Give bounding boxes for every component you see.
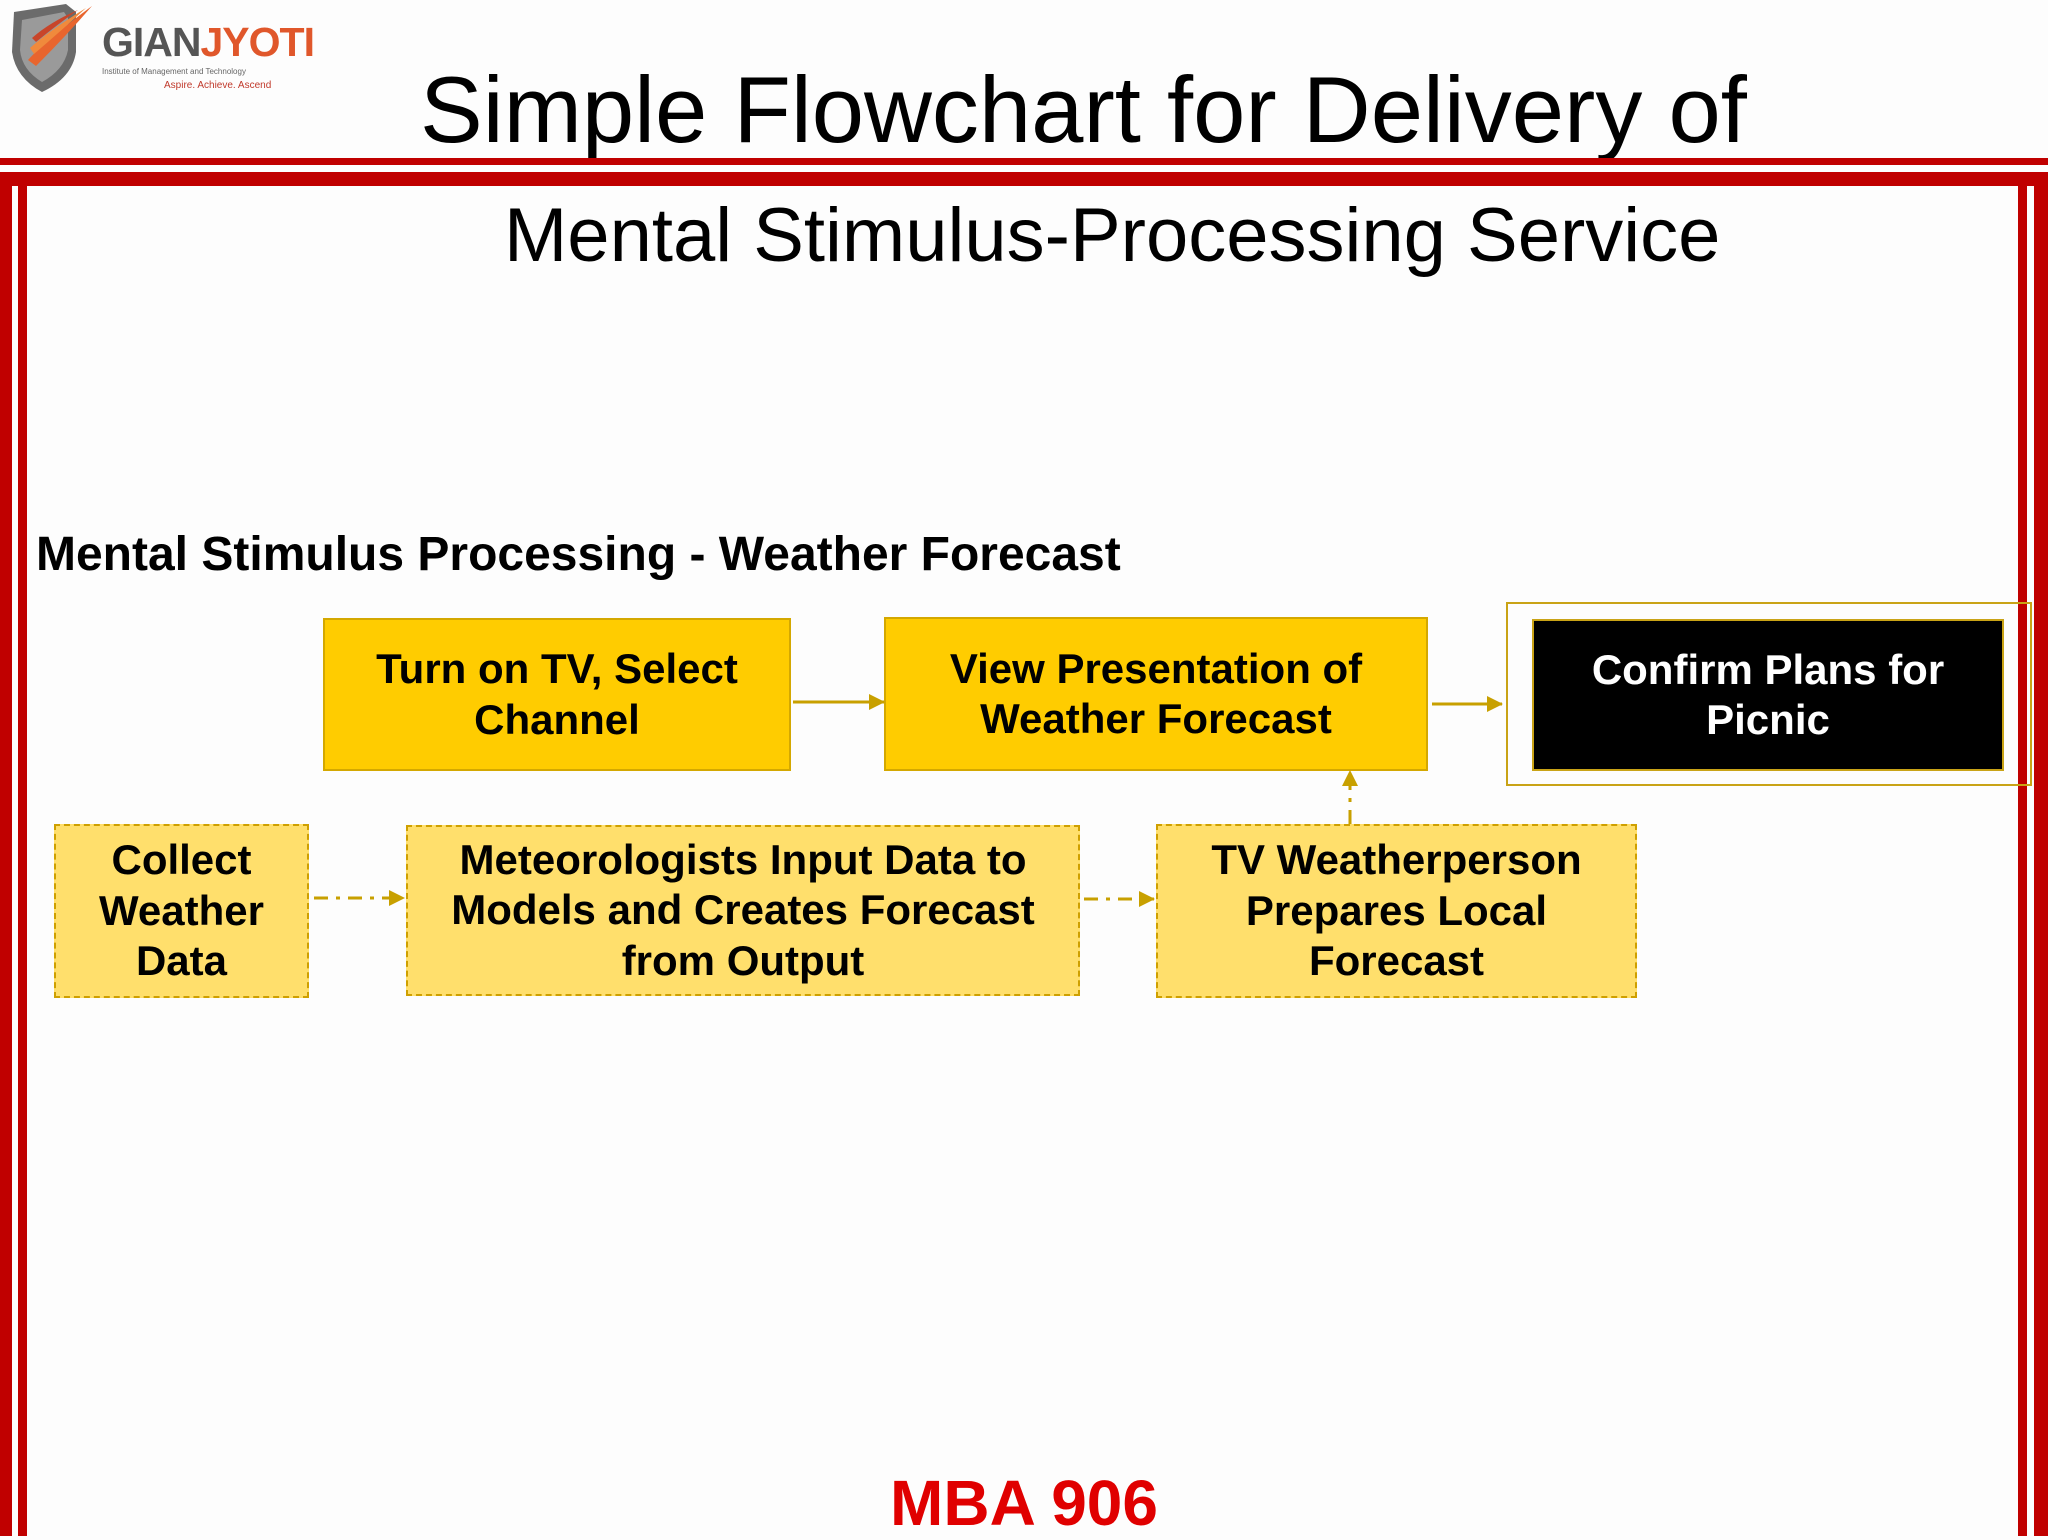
- frame-right-outer: [2034, 186, 2048, 1536]
- logo-subtitle: Institute of Management and Technology: [102, 67, 246, 76]
- node-meteorologists-label: Meteorologists Input Data to Models and …: [451, 835, 1035, 984]
- node-turn-on-tv: Turn on TV, Select Channel: [323, 618, 791, 771]
- node-tv-weatherperson-label: TV Weatherperson Prepares Local Forecast: [1211, 836, 1582, 985]
- shield-logo-icon: [12, 4, 92, 92]
- frame-left-outer: [0, 186, 12, 1536]
- node-collect-data-label: Collect Weather Data: [99, 836, 264, 985]
- node-collect-data: Collect Weather Data: [54, 824, 309, 998]
- logo-name-gian: GIAN: [102, 19, 201, 65]
- node-view-presentation: View Presentation of Weather Forecast: [884, 617, 1428, 771]
- node-confirm-plans: Confirm Plans for Picnic: [1532, 619, 2004, 771]
- logo-tagline: Aspire. Achieve. Ascend: [164, 80, 272, 91]
- node-turn-on-tv-label: Turn on TV, Select Channel: [376, 645, 738, 743]
- node-confirm-plans-label: Confirm Plans for Picnic: [1591, 645, 1945, 743]
- node-tv-weatherperson: TV Weatherperson Prepares Local Forecast: [1156, 824, 1637, 998]
- node-confirm-plans-frame: [1506, 602, 2032, 786]
- page-title: Simple Flowchart for Delivery of: [420, 57, 1747, 162]
- course-code: MBA 906: [890, 1467, 1158, 1539]
- page-subtitle: Mental Stimulus-Processing Service: [504, 193, 1721, 278]
- header-rule-top: [0, 158, 2048, 165]
- node-view-presentation-label: View Presentation of Weather Forecast: [949, 644, 1363, 742]
- frame-right-inner: [2018, 186, 2027, 1536]
- node-meteorologists: Meteorologists Input Data to Models and …: [406, 825, 1080, 996]
- diagram-heading: Mental Stimulus Processing - Weather For…: [36, 528, 1121, 581]
- logo-name-jyoti: JYOTI: [200, 19, 315, 65]
- header-rule-bottom: [0, 172, 2048, 186]
- logo: GIANJYOTI Institute of Management and Te…: [6, 0, 326, 108]
- frame-left-inner: [18, 186, 27, 1536]
